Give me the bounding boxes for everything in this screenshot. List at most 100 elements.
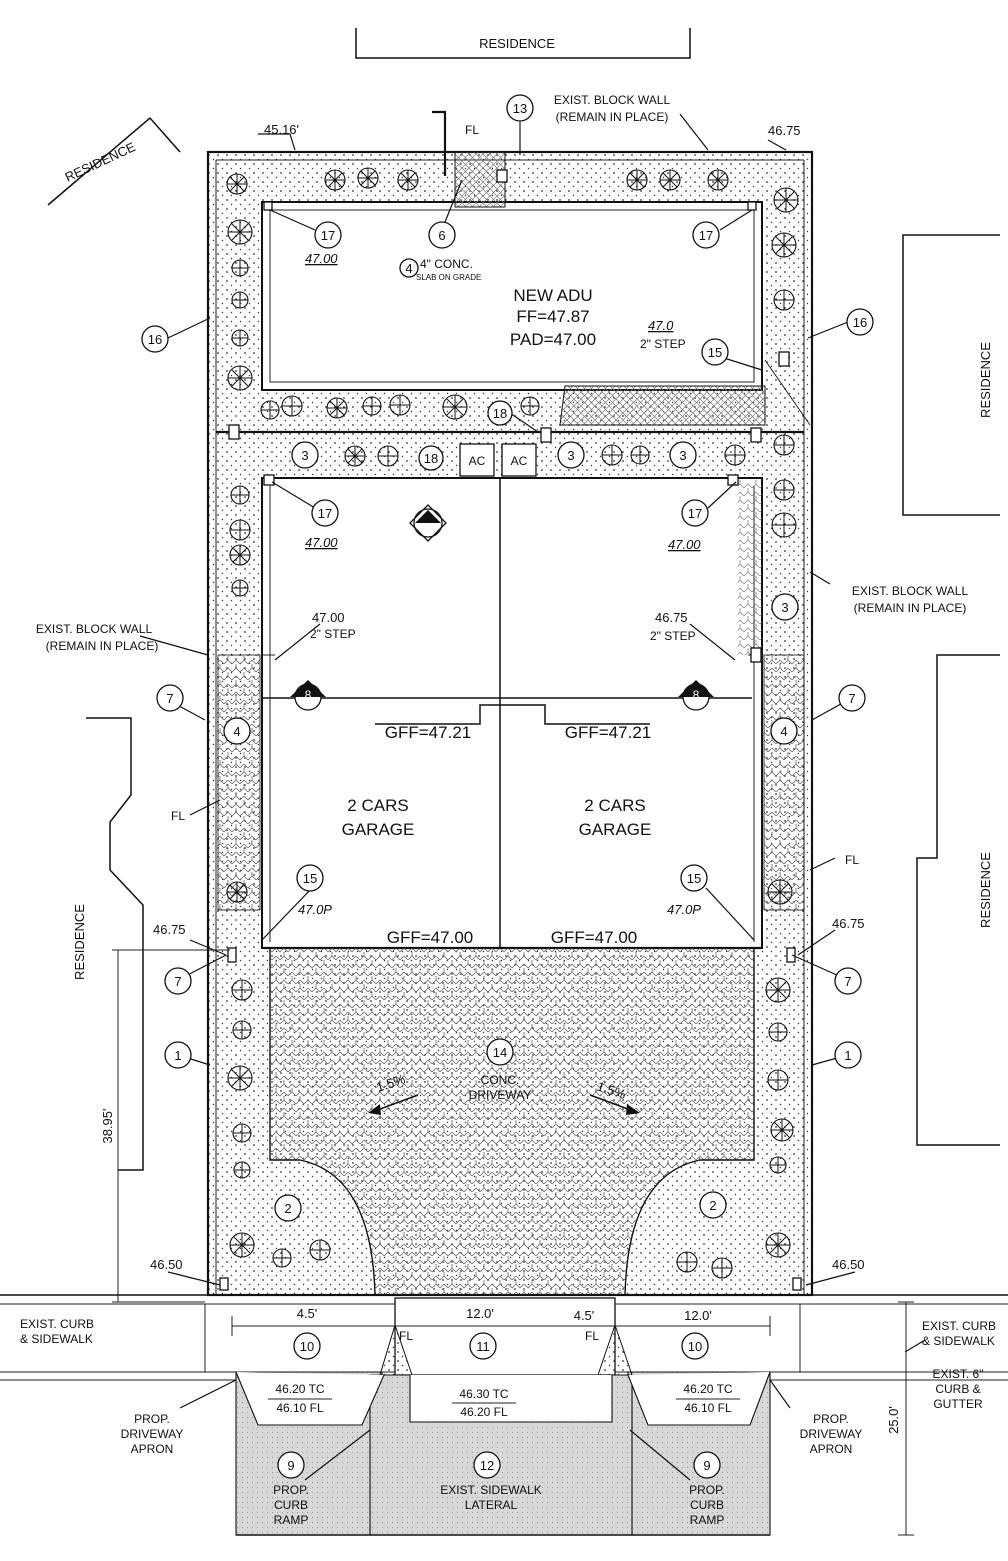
svg-text:46.75: 46.75 <box>832 916 865 931</box>
dimension-lines <box>112 949 914 1536</box>
svg-text:PROP.: PROP. <box>134 1412 170 1426</box>
svg-text:SLAB ON GRADE: SLAB ON GRADE <box>416 273 481 282</box>
adu-title: NEW ADU <box>513 286 592 305</box>
callout-15: 15 <box>701 338 729 366</box>
garage-left-line2: GARAGE <box>342 820 415 839</box>
svg-text:47.0P: 47.0P <box>667 902 701 917</box>
svg-text:12.0': 12.0' <box>684 1308 712 1323</box>
side-pavers-left <box>217 654 261 911</box>
svg-text:FL: FL <box>171 809 185 823</box>
svg-text:46.10 FL: 46.10 FL <box>684 1401 732 1415</box>
svg-text:8: 8 <box>693 688 700 702</box>
callout-10: 10 <box>681 1332 709 1360</box>
svg-text:EXIST. BLOCK WALL: EXIST. BLOCK WALL <box>554 93 671 107</box>
svg-text:2: 2 <box>284 1201 291 1216</box>
svg-text:CURB &: CURB & <box>935 1382 980 1396</box>
leader-lines <box>139 113 926 1481</box>
callout-18: 18 <box>418 445 444 471</box>
svg-text:38.95': 38.95' <box>100 1108 115 1143</box>
callout-7: 7 <box>164 967 192 995</box>
svg-text:47.00: 47.00 <box>312 610 345 625</box>
svg-text:2: 2 <box>709 1198 716 1213</box>
callout-1: 1 <box>834 1041 862 1069</box>
svg-text:14: 14 <box>493 1045 507 1060</box>
svg-text:46.20 TC: 46.20 TC <box>275 1382 324 1396</box>
svg-text:46.20 TC: 46.20 TC <box>683 1382 732 1396</box>
svg-text:46.75: 46.75 <box>768 123 801 138</box>
svg-text:46.30 TC: 46.30 TC <box>459 1387 508 1401</box>
gff-left-lower: GFF=47.00 <box>387 928 473 947</box>
callout-17: 17 <box>681 499 709 527</box>
svg-text:25.0': 25.0' <box>886 1406 901 1434</box>
svg-text:PROP.: PROP. <box>689 1483 725 1497</box>
svg-text:47.0P: 47.0P <box>298 902 332 917</box>
svg-text:PROP.: PROP. <box>273 1483 309 1497</box>
garage-building <box>261 477 763 949</box>
svg-text:& SIDEWALK: & SIDEWALK <box>20 1332 93 1346</box>
svg-text:FL: FL <box>399 1329 413 1343</box>
svg-text:LATERAL: LATERAL <box>465 1498 518 1512</box>
svg-text:APRON: APRON <box>810 1442 853 1456</box>
svg-text:15: 15 <box>303 871 317 886</box>
svg-text:46.75: 46.75 <box>655 610 688 625</box>
street-area <box>0 1294 1008 1536</box>
ac-unit-1 <box>459 443 495 477</box>
section-marker-right: 8 <box>678 680 714 711</box>
adu-pad: PAD=47.00 <box>510 330 596 349</box>
svg-text:46.20 FL: 46.20 FL <box>460 1405 508 1419</box>
callout-17: 17 <box>311 499 339 527</box>
svg-text:1: 1 <box>174 1048 181 1063</box>
callout-16: 16 <box>141 325 169 353</box>
svg-text:47.00: 47.00 <box>305 535 338 550</box>
residence-right-upper-label: RESIDENCE <box>978 342 993 418</box>
callout-3: 3 <box>771 593 799 621</box>
callout-3: 3 <box>557 441 585 469</box>
svg-text:CURB: CURB <box>274 1498 308 1512</box>
svg-text:10: 10 <box>688 1339 702 1354</box>
landscape-trees <box>226 167 799 1279</box>
adu-building <box>261 201 763 391</box>
svg-text:16: 16 <box>148 332 162 347</box>
svg-text:45.16': 45.16' <box>264 122 299 137</box>
callout-4: 4 <box>770 717 798 745</box>
svg-text:10: 10 <box>300 1339 314 1354</box>
svg-text:DRIVEWAY: DRIVEWAY <box>121 1427 184 1441</box>
residence-outlines <box>47 28 1000 1171</box>
svg-text:& SIDEWALK: & SIDEWALK <box>922 1334 995 1348</box>
callout-18: 18 <box>487 400 513 426</box>
svg-text:11: 11 <box>476 1339 490 1354</box>
svg-text:3: 3 <box>567 448 574 463</box>
callout-1: 1 <box>164 1041 192 1069</box>
svg-text:9: 9 <box>287 1458 294 1473</box>
gff-left-upper: GFF=47.21 <box>385 723 471 742</box>
slope-arrows <box>368 1094 640 1115</box>
callout-7: 7 <box>838 684 866 712</box>
svg-text:EXIST. 6": EXIST. 6" <box>933 1367 984 1381</box>
svg-text:CONC.: CONC. <box>481 1073 520 1087</box>
callout-9: 9 <box>277 1451 305 1479</box>
ac-unit-1-label: AC <box>469 454 486 468</box>
callout-9: 9 <box>693 1451 721 1479</box>
svg-text:17: 17 <box>318 506 332 521</box>
adu-walkway <box>559 385 766 426</box>
svg-text:47.00: 47.00 <box>305 251 338 266</box>
callout-15: 15 <box>680 864 708 892</box>
svg-text:(REMAIN IN PLACE): (REMAIN IN PLACE) <box>556 110 669 124</box>
residence-left-label: RESIDENCE <box>72 904 87 980</box>
residence-topleft-label: RESIDENCE <box>63 139 138 185</box>
svg-text:3: 3 <box>781 600 788 615</box>
svg-text:15: 15 <box>687 871 701 886</box>
svg-text:EXIST. BLOCK WALL: EXIST. BLOCK WALL <box>36 622 153 636</box>
svg-text:12.0': 12.0' <box>466 1306 494 1321</box>
svg-text:EXIST. CURB: EXIST. CURB <box>922 1319 996 1333</box>
ac-unit-2-label: AC <box>511 454 528 468</box>
svg-text:7: 7 <box>166 691 173 706</box>
callout-4: 4 <box>399 258 419 278</box>
svg-text:APRON: APRON <box>131 1442 174 1456</box>
callout-10: 10 <box>293 1332 321 1360</box>
garage-left-line1: 2 CARS <box>347 796 408 815</box>
svg-text:13: 13 <box>513 101 527 116</box>
svg-text:7: 7 <box>174 974 181 989</box>
svg-text:47.00: 47.00 <box>668 537 701 552</box>
